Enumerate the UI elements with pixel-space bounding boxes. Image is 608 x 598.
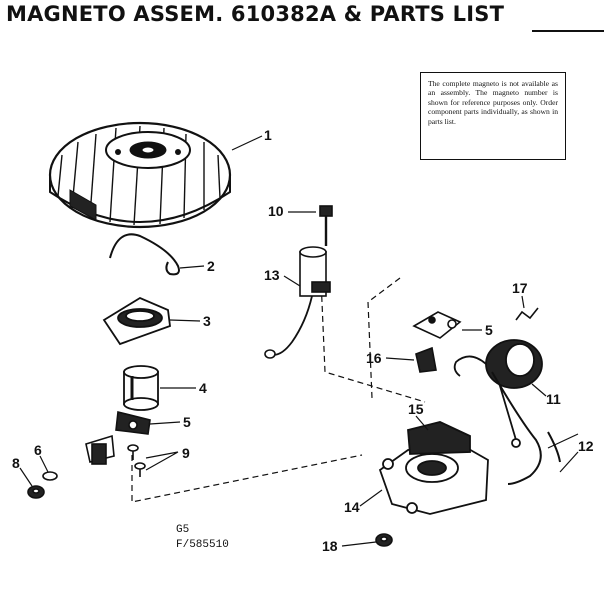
callout-18: 18 xyxy=(322,538,338,554)
leader-line-2 xyxy=(179,265,205,269)
page-title: MAGNETO ASSEM. 610382A & PARTS LIST xyxy=(6,2,505,26)
ignition-coil-part xyxy=(453,339,543,448)
callout-11: 11 xyxy=(546,391,561,407)
spring-clip-part xyxy=(109,233,180,276)
air-vane-part xyxy=(102,296,171,346)
drawing-code-number: F/585510 xyxy=(176,539,229,551)
assembly-guide-lines xyxy=(131,255,426,503)
callout-1: 1 xyxy=(264,127,272,143)
callout-13: 13 xyxy=(264,267,280,283)
callout-6: 6 xyxy=(34,442,42,458)
callout-8: 8 xyxy=(12,455,20,471)
condenser-part xyxy=(264,246,331,359)
callout-4: 4 xyxy=(199,380,207,396)
leader-line-17 xyxy=(521,295,525,309)
callout-15: 15 xyxy=(408,401,424,417)
mounting-screw-part xyxy=(319,205,333,246)
title-underline xyxy=(532,30,604,32)
nut-washer-part xyxy=(27,471,58,499)
small-spring-part xyxy=(515,307,539,321)
clip-part xyxy=(415,346,437,373)
assembly-note: The complete magneto is not available as… xyxy=(420,72,566,160)
lead-wires-part xyxy=(491,371,561,485)
callout-2: 2 xyxy=(207,258,215,274)
leader-line-5a xyxy=(149,421,181,425)
leader-line-13 xyxy=(283,275,301,287)
bracket-part xyxy=(412,311,462,339)
callout-10: 10 xyxy=(268,203,284,219)
breaker-points-part xyxy=(85,411,151,465)
callout-14: 14 xyxy=(344,499,360,515)
drawing-code-g5: G5 xyxy=(176,524,190,536)
leader-line-16 xyxy=(385,357,415,361)
leader-line-14 xyxy=(359,489,383,507)
leader-line-15 xyxy=(415,415,429,431)
callout-17: 17 xyxy=(512,280,528,296)
screws-part xyxy=(127,444,146,477)
callout-9: 9 xyxy=(182,445,190,461)
callout-numbers: 1 2 3 4 5 5 6 8 9 10 11 12 13 14 15 16 1… xyxy=(12,127,594,554)
flywheel-part xyxy=(48,121,232,229)
callout-5-lower: 5 xyxy=(183,414,191,430)
leader-line-12 xyxy=(547,433,579,473)
callout-16: 16 xyxy=(366,350,382,366)
hex-nut-part xyxy=(375,533,393,547)
leader-line-6 xyxy=(39,455,49,473)
callout-12: 12 xyxy=(578,438,594,454)
leader-line-1 xyxy=(231,135,263,151)
leader-line-11 xyxy=(531,383,547,397)
leader-line-18 xyxy=(341,541,377,547)
callout-5-upper: 5 xyxy=(485,322,493,338)
magneto-housing-part xyxy=(378,421,489,515)
leader-line-8 xyxy=(19,467,33,487)
leader-line-9 xyxy=(145,451,179,471)
callout-3: 3 xyxy=(203,313,211,329)
bushing-part xyxy=(123,365,159,411)
leader-line-3 xyxy=(169,319,201,322)
